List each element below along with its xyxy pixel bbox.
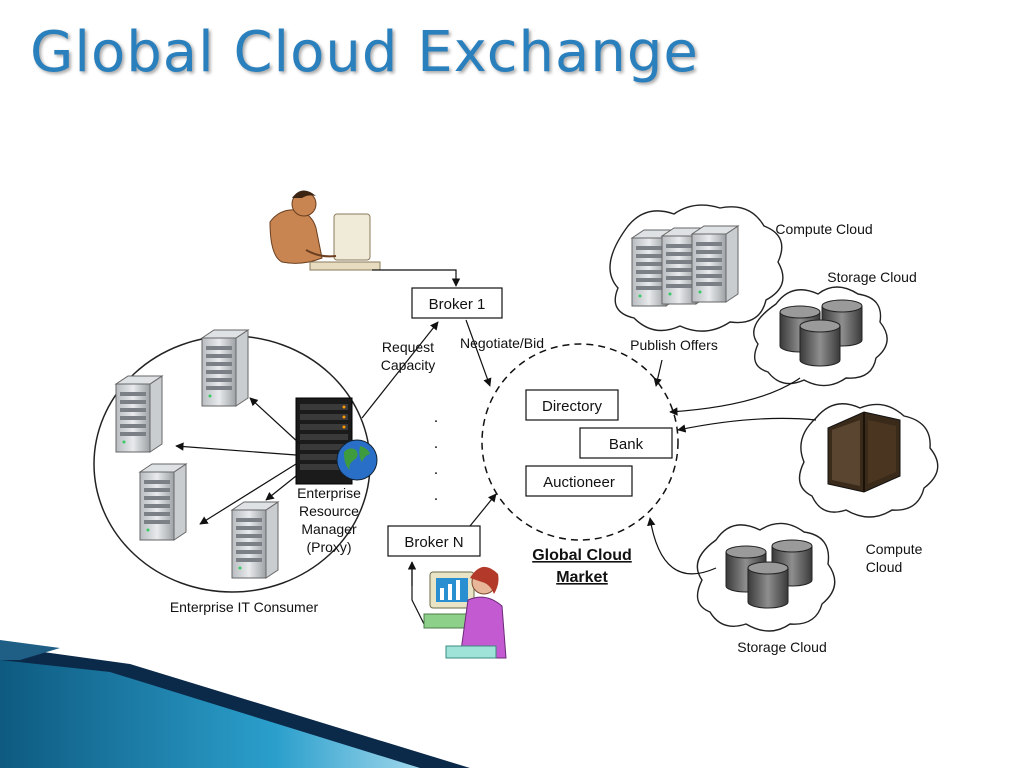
woman-at-computer-icon	[423, 566, 507, 659]
storage-disk-icon	[747, 561, 789, 609]
enterprise-consumer-label: Enterprise IT Consumer	[170, 599, 319, 615]
directory-label: Directory	[542, 398, 603, 415]
server-rack-icon	[295, 397, 353, 485]
ellipsis-dot: .	[434, 487, 438, 504]
auctioneer-label: Auctioneer	[543, 474, 615, 491]
mainframe-cabinet-icon	[827, 411, 901, 493]
decorative-bottom-band	[0, 640, 470, 768]
server-tower-icon	[231, 501, 279, 579]
request-label-line2: Capacity	[381, 357, 435, 373]
user-at-desk-icon	[269, 190, 381, 271]
broker-n-label: Broker N	[404, 534, 463, 551]
ellipsis-dot: .	[434, 461, 438, 478]
compute-cloud-top-label: Compute Cloud	[775, 221, 872, 237]
erm-label-line1: Enterprise	[297, 485, 361, 501]
compute-cloud-right-label-line2: Cloud	[866, 559, 903, 575]
global-cloud-market-boundary	[481, 343, 679, 541]
publish-label: Publish Offers	[630, 337, 718, 353]
server-tower-icon	[201, 329, 249, 407]
storage-disk-icon	[799, 319, 841, 367]
directory-box	[525, 389, 619, 421]
erm-label-line3: Manager	[301, 521, 357, 537]
bank-box	[579, 427, 673, 459]
globe-icon	[336, 439, 378, 481]
market-name-line1: Global Cloud	[532, 547, 632, 564]
server-tower-icon	[139, 463, 187, 541]
server-tower-icon	[691, 225, 739, 303]
server-tower-icon	[115, 375, 163, 453]
negotiate-label: Negotiate/Bid	[460, 335, 544, 351]
ellipsis-dot: .	[434, 435, 438, 452]
ellipsis-dot: .	[434, 409, 438, 426]
storage-cloud-top-label: Storage Cloud	[827, 269, 917, 285]
compute-cloud-right-label-line1: Compute	[866, 541, 923, 557]
slide-title: Global Cloud Exchange	[30, 20, 699, 85]
broker-1-label: Broker 1	[429, 296, 486, 313]
broker-1-box	[411, 287, 503, 319]
storage-cloud-bottom-label: Storage Cloud	[737, 639, 827, 655]
request-label-line1: Request	[382, 339, 434, 355]
auctioneer-box	[525, 465, 633, 497]
erm-label-line4: (Proxy)	[306, 539, 351, 555]
market-name-line2: Market	[556, 569, 608, 586]
erm-label-line2: Resource	[299, 503, 359, 519]
bank-label: Bank	[609, 436, 644, 453]
broker-n-box	[387, 525, 481, 557]
